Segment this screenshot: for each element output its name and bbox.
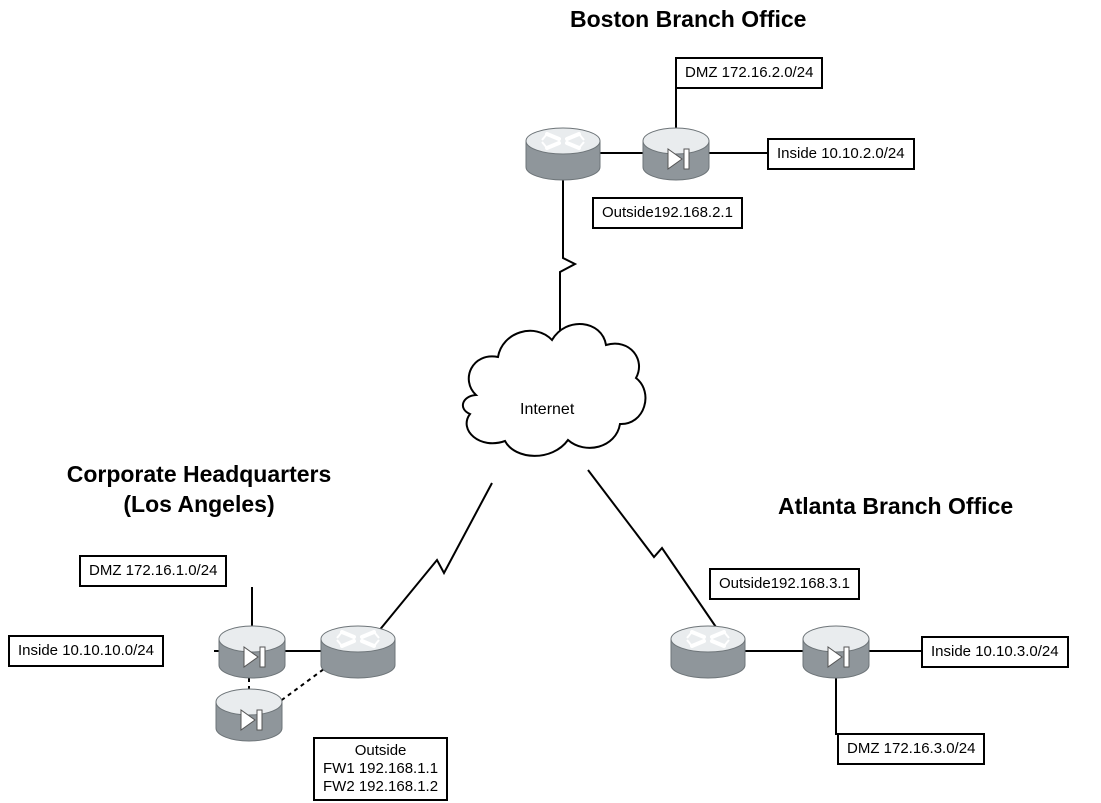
boston-inside-label: Inside 10.10.2.0/24	[767, 138, 915, 170]
atlanta-inside-label: Inside 10.10.3.0/24	[921, 636, 1069, 668]
atlanta-wan-link	[587, 469, 719, 631]
boston-dmz-label: DMZ 172.16.2.0/24	[675, 57, 824, 89]
atlanta-firewall-icon	[802, 625, 870, 679]
hq-title-line2: (Los Angeles)	[123, 491, 275, 517]
boston-outside-label: Outside192.168.2.1	[592, 197, 743, 229]
internet-label: Internet	[520, 401, 575, 418]
hq-dmz-label: DMZ 172.16.1.0/24	[79, 555, 228, 587]
hq-inside-label: Inside 10.10.10.0/24	[8, 635, 164, 667]
atlanta-title: Atlanta Branch Office	[778, 493, 1014, 519]
hq-outside-label: Outside FW1 192.168.1.1 FW2 192.168.1.2	[313, 737, 449, 801]
hq-fw2-router-link	[274, 662, 333, 706]
boston-wan-link	[559, 172, 578, 350]
atlanta-outside-label: Outside192.168.3.1	[709, 568, 860, 600]
hq-firewall2-icon	[215, 688, 283, 742]
hq-title-line1: Corporate Headquarters	[66, 461, 332, 487]
hq-outside-fw2: FW2 192.168.1.2	[323, 778, 439, 795]
hq-outside-fw1: FW1 192.168.1.1	[323, 760, 439, 777]
boston-title: Boston Branch Office	[570, 6, 807, 32]
boston-firewall-icon	[642, 127, 710, 181]
hq-router-icon	[319, 624, 397, 680]
hq-wan-link	[354, 482, 493, 661]
cloud-icon	[461, 323, 647, 457]
atlanta-router-icon	[669, 624, 747, 680]
hq-title: Corporate Headquarters (Los Angeles)	[34, 459, 364, 519]
hq-outside-line: Outside	[354, 742, 407, 759]
boston-router-icon	[524, 126, 602, 182]
hq-firewall1-icon	[218, 625, 286, 679]
atlanta-dmz-label: DMZ 172.16.3.0/24	[837, 733, 986, 765]
